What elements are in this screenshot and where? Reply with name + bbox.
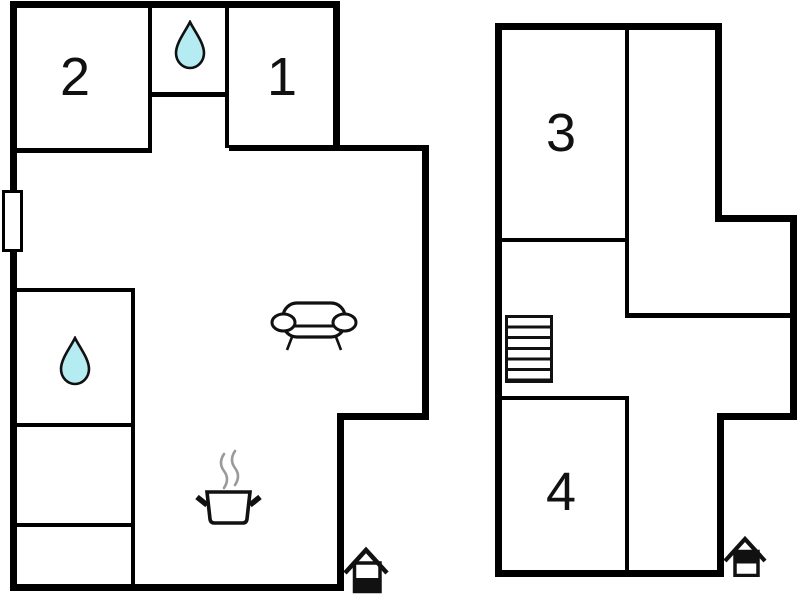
wall-outer-left [495, 23, 502, 577]
cooking-pot-icon [195, 449, 262, 525]
wall-outer-right-upper [715, 23, 722, 222]
room-label-1: 1 [266, 47, 298, 107]
sofa-icon [270, 301, 358, 351]
wall-step-left [717, 413, 797, 420]
wall-sidecol-right [131, 288, 135, 584]
room-label-3: 3 [545, 103, 577, 163]
wall-outer-bottom [495, 570, 724, 577]
wall-step-left [337, 413, 429, 420]
wall-outer-right-far [790, 215, 797, 420]
house-entrance-icon [723, 535, 767, 577]
wall-outer-right-upper [333, 1, 340, 151]
room-label-4: 4 [545, 462, 577, 522]
wall-outer-bottom [10, 584, 344, 591]
wall-room2-bottom [17, 148, 148, 153]
wall-step-right [229, 145, 429, 151]
wall-room4-top [502, 396, 625, 400]
wall-hall-left-upper [625, 30, 629, 318]
wall-room3-bottom [502, 238, 625, 242]
wall-outer-right-lower [717, 413, 724, 577]
wall-sidecol-mid1 [17, 423, 131, 427]
house-entrance-icon [343, 546, 389, 594]
water-drop-icon [59, 336, 91, 386]
wall-shower-closet-bottom [152, 92, 228, 97]
wall-room1-left [225, 8, 229, 148]
wall-outer-top [10, 1, 340, 8]
wall-outer-right-lower [337, 413, 344, 591]
room-label-2: 2 [59, 47, 91, 107]
wall-step-right [715, 215, 797, 222]
window-icon [2, 190, 23, 252]
wall-hall-left-lower [625, 396, 629, 570]
wall-room2-right [148, 8, 152, 153]
wall-outer-left [10, 1, 17, 591]
wall-landing-bottom [625, 313, 790, 318]
wall-sidecol-top [17, 288, 135, 292]
wall-sidecol-mid2 [17, 523, 131, 527]
stairs-icon [505, 315, 553, 383]
wall-outer-right-mid [422, 145, 429, 420]
wall-outer-top [495, 23, 722, 30]
water-drop-icon [174, 20, 206, 70]
